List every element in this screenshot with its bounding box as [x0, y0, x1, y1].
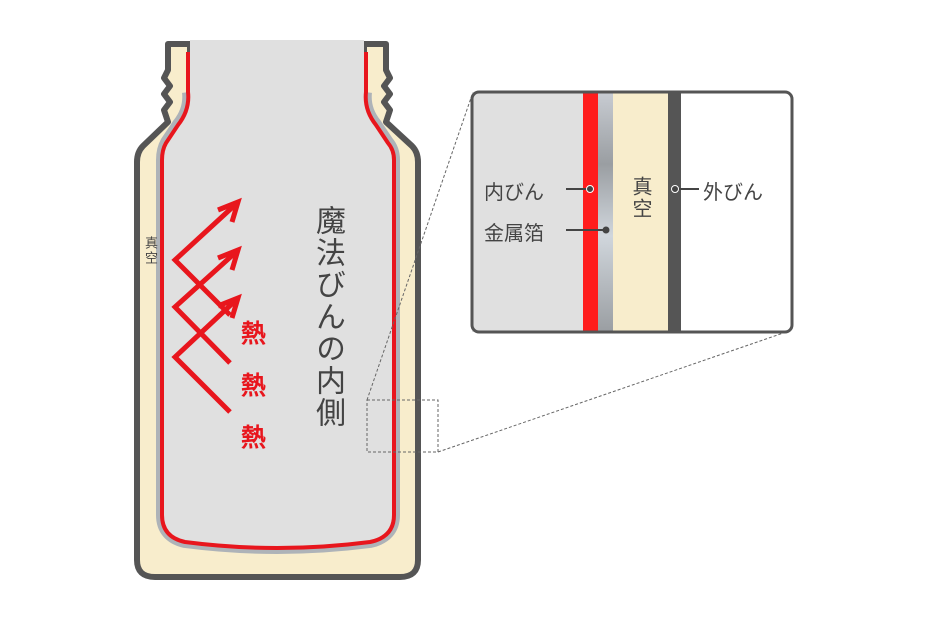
arrowhead-icon: [217, 293, 242, 319]
heat-label: 熱: [241, 423, 267, 452]
heat-label: 熱: [241, 371, 267, 400]
arrowhead-icon: [217, 245, 242, 271]
inset-vacuum-label: 真空: [629, 176, 653, 220]
metal-foil-label: 金属箔: [484, 221, 544, 245]
heat-label: 熱: [241, 319, 267, 348]
inner-bottle-label: 内びん: [484, 180, 544, 204]
vacuum-label: 真空: [142, 236, 157, 266]
heat-ray: [171, 250, 238, 365]
inset-cross-section: [470, 90, 794, 334]
heat-ray: [171, 202, 238, 317]
outer-bottle-label: 外びん: [703, 180, 763, 204]
arrowhead-icon: [217, 197, 242, 223]
bottle-title: 魔法びんの内側: [310, 205, 345, 429]
heat-ray: [171, 298, 238, 414]
inner-bottle: [160, 52, 396, 550]
zoom-region: [366, 399, 439, 453]
